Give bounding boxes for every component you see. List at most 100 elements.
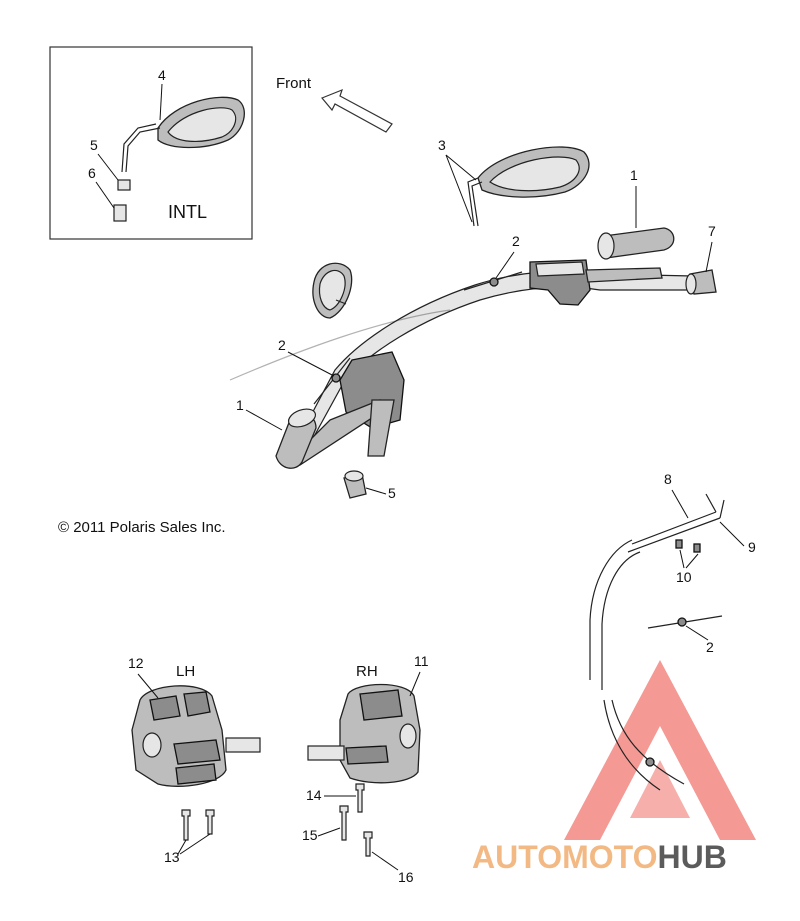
lh-bar-hole [142,732,162,758]
callout-8: 8 [664,471,672,487]
leader-11 [409,671,421,697]
front-indicator: Front [276,75,393,133]
rh-button-top [359,689,403,721]
cable-tie-left: 2 [278,337,351,405]
leader-1-left [245,409,283,431]
mirror-left-stem [335,299,347,305]
throttle-cables: 8 9 10 [589,471,756,690]
callout-12: 12 [128,655,144,671]
cable-tie-left-strap [313,357,351,405]
logo-triangle-outer [564,660,756,840]
front-arrow-icon [321,88,393,133]
callout-4: 4 [158,67,166,83]
intl-inset: INTL 4 5 6 [49,46,253,240]
logo-word-hub: HUB [657,839,726,875]
callout-9: 9 [748,539,756,555]
rh-label: RH [356,663,378,680]
mirror-right-glass [489,156,580,192]
cable-8-end [705,493,717,513]
grip-right: 1 [597,167,675,260]
lower-cable-routing [603,699,685,791]
rh-switch-panel [345,745,389,765]
leader-6 [95,181,115,209]
callout-2-upper: 2 [512,233,520,249]
callout-7: 7 [708,223,716,239]
leader-9 [719,521,745,547]
watermark-logo: AUTOMOTOHUB [472,660,756,875]
callout-5-bar: 5 [388,485,396,501]
cable-tie-upper: 2 [463,233,523,291]
cable-8 [631,511,717,545]
lh-label: LH [176,663,195,680]
leader-16 [371,851,399,871]
bar-end-5-face [344,470,364,482]
lh-button-top-2 [183,691,211,717]
cable-9 [627,517,721,553]
callout-13: 13 [164,849,180,865]
callout-6: 6 [88,165,96,181]
lh-screw-13a [181,809,191,841]
cable-clip-10b [693,543,701,553]
logo-triangle-inner [630,760,690,818]
leader-3a [445,154,477,181]
right-reservoir [535,261,585,277]
inset-border [49,46,253,240]
leader-15 [317,827,341,837]
lh-switch-panel [173,739,221,765]
grip-left: 1 [236,397,317,469]
mirror-right-stem [471,181,483,227]
callout-14: 14 [306,787,322,803]
mirror-left [312,262,353,319]
intl-adapter-5 [117,179,131,191]
callout-1-right: 1 [630,167,638,183]
cable-tie-lower: 2 [647,615,723,655]
mirror-left-glass [318,269,346,311]
leader-12 [137,673,159,699]
leader-10b [685,553,699,569]
cable-9-end [719,499,725,519]
leader-2-left [287,351,335,377]
mirror-stem-edge [121,123,157,173]
rh-bar-hole [399,723,417,749]
right-lever [585,267,663,283]
callout-2-lower: 2 [706,639,714,655]
rh-screw-15 [339,805,349,841]
leader-2-upper [495,251,515,279]
cable-tie-lower-head [677,617,687,627]
leader-7 [705,241,713,273]
mirror-glass [167,107,237,142]
lower-cable-b [611,699,685,785]
handlebar-assembly [229,259,693,466]
leader-5-bar [365,487,387,495]
callout-11: 11 [414,653,429,669]
lh-switch-panel-lower [175,763,217,785]
callout-10: 10 [676,569,692,585]
cable-clip-10a [675,539,683,549]
grip-left-end [287,408,317,428]
bar-end-right: 7 [685,223,717,295]
callout-5-intl: 5 [90,137,98,153]
rh-screw-16 [363,831,373,857]
logo-wordmark: AUTOMOTOHUB [472,839,727,875]
bar-end-7-face [685,273,697,295]
callout-2-left: 2 [278,337,286,353]
rh-screw-14 [355,783,365,813]
left-bar-end-section [367,399,395,457]
leader-2-lower [685,625,709,641]
front-label: Front [276,75,312,92]
grip-right-body [603,227,675,259]
logo-word-automoto: AUTOMOTO [472,839,657,875]
leader-13b [179,833,211,855]
lower-cable-tie [645,757,655,767]
rh-wire-harness [307,745,345,761]
frame-outline-outer [589,539,633,680]
lh-wire-harness [225,737,261,753]
callout-1-left: 1 [236,397,244,413]
frame-outline-inner [601,551,641,690]
mirror-right: 3 [438,137,590,227]
copyright-text: © 2011 Polaris Sales Inc. [58,519,226,536]
lh-button-top-1 [149,695,181,721]
grip-right-end [597,232,615,260]
leader-5-intl [97,153,119,181]
